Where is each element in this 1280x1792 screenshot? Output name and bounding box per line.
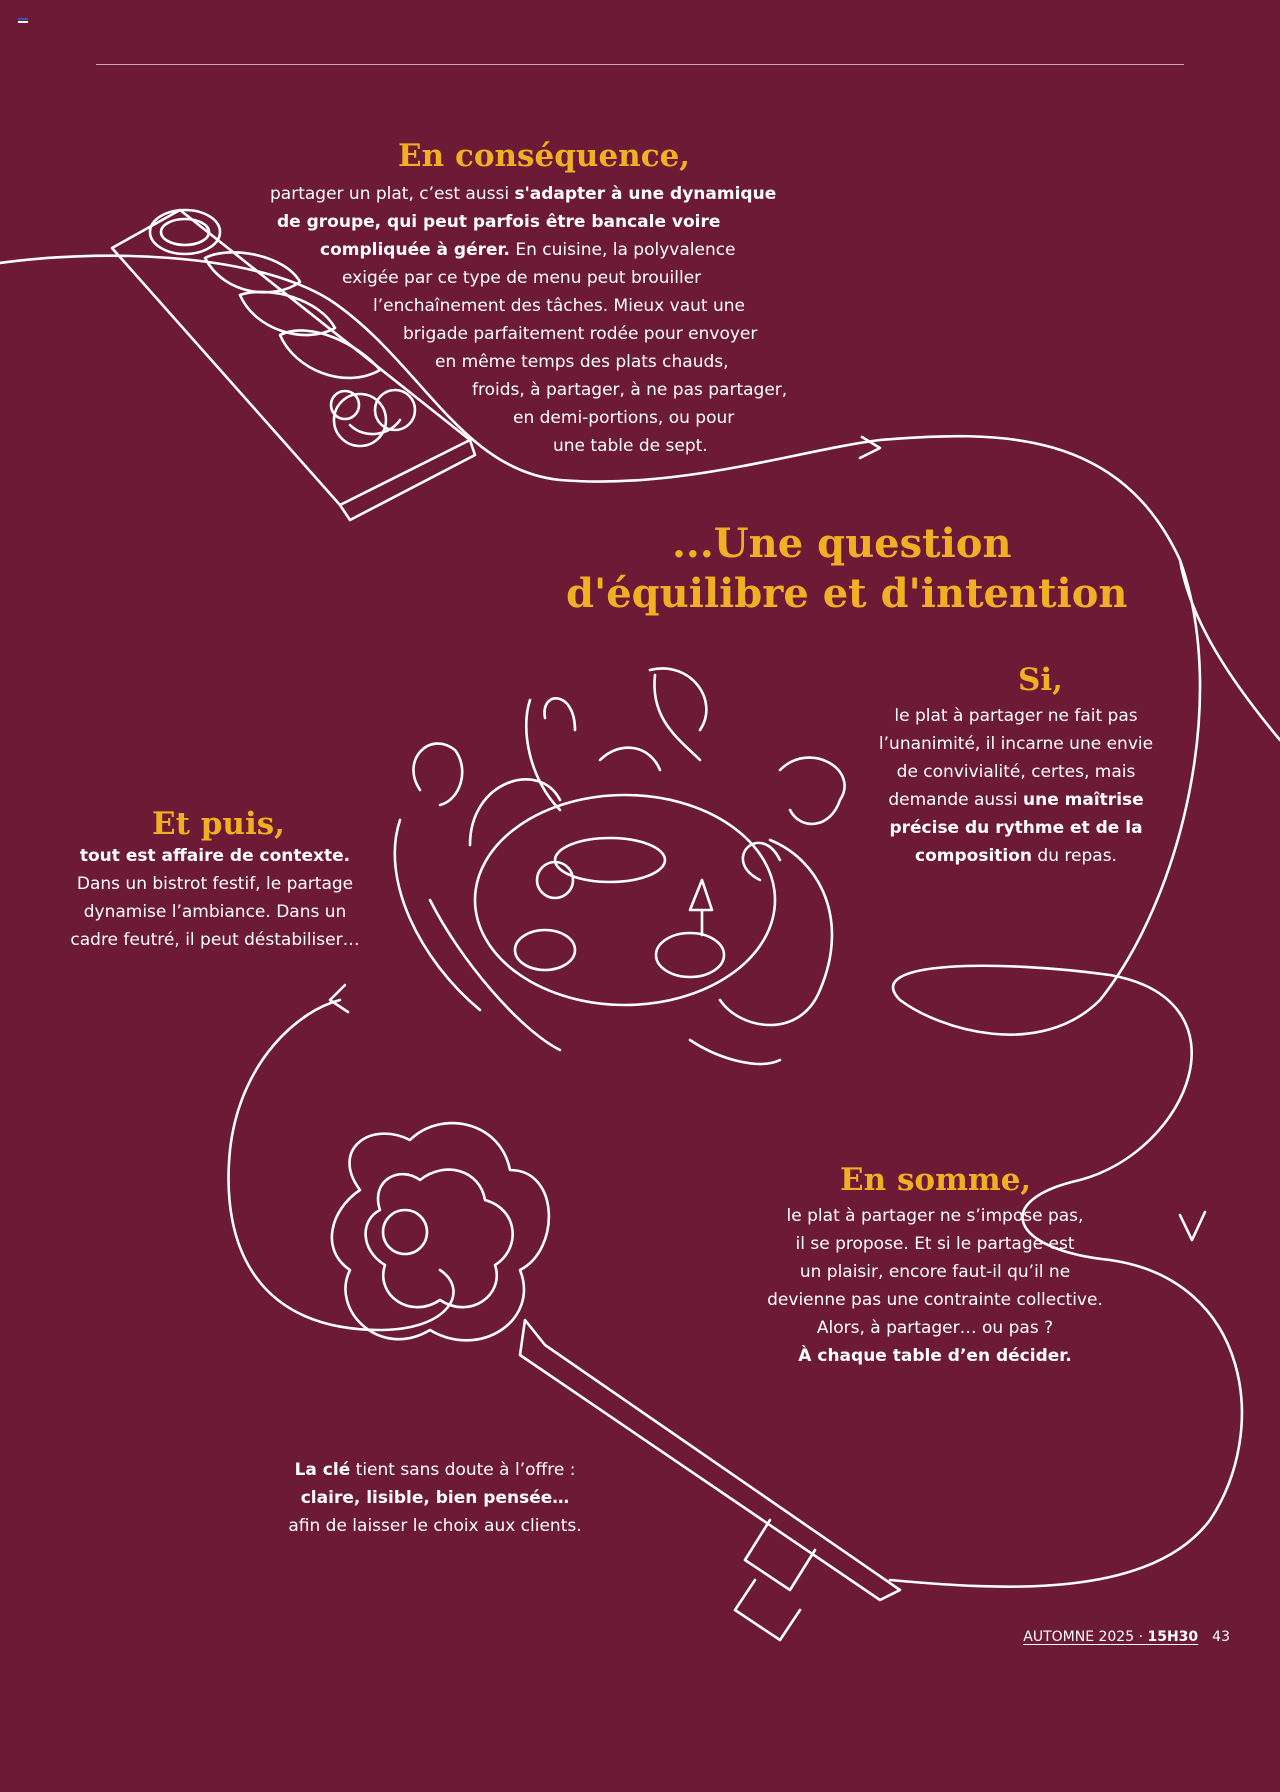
- text-line: demande aussi une maîtrise: [888, 790, 1144, 810]
- text-line: cadre feutré, il peut déstabiliser…: [70, 930, 360, 950]
- text-line: dynamise l’ambiance. Dans un: [83, 902, 347, 922]
- arrow-head-3: [1178, 1210, 1207, 1242]
- key-illustration: [330, 1121, 902, 1642]
- text-en-consequence: partager un plat, c’est aussi s'adapter …: [270, 180, 787, 460]
- text-line: devienne pas une contrainte collective.: [767, 1290, 1103, 1310]
- text-line: exigée par ce type de menu peut brouille…: [342, 268, 702, 288]
- text-line: l’enchaînement des tâches. Mieux vaut un…: [373, 296, 745, 316]
- text-line: l’unanimité, il incarne une envie: [878, 734, 1154, 754]
- arrow-head-1: [858, 435, 882, 460]
- flowing-line-arrow: [0, 254, 1280, 1588]
- text-line: en demi-portions, ou pour: [513, 408, 735, 428]
- heading-en-somme: En somme,: [840, 1162, 1032, 1198]
- text-line: le plat à partager ne s’impose pas,: [786, 1206, 1084, 1226]
- page-number: 43: [1212, 1629, 1230, 1645]
- text-si: le plat à partager ne fait pas l’unanimi…: [866, 702, 1166, 870]
- sharing-board-illustration: [110, 208, 477, 522]
- title-line-2: d'équilibre et d'intention: [566, 570, 1128, 617]
- text-line: un plaisir, encore faut-il qu’il ne: [799, 1262, 1071, 1282]
- curve-left: [227, 998, 455, 1332]
- footer-issue: AUTOMNE 2025 · 15H30: [1023, 1629, 1199, 1645]
- text-line: compliquée à gérer. En cuisine, la polyv…: [320, 240, 736, 260]
- text-line: composition du repas.: [915, 846, 1117, 866]
- text-line: La clé tient sans doute à l’offre :: [294, 1460, 576, 1480]
- footer-brand: 15H30: [1147, 1629, 1199, 1645]
- text-line: de convivialité, certes, mais: [896, 762, 1136, 782]
- text-line: afin de laisser le choix aux clients.: [288, 1516, 582, 1536]
- text-line: Alors, à partager… ou pas ?: [816, 1318, 1054, 1338]
- text-line: une table de sept.: [553, 436, 708, 456]
- top-divider: [96, 64, 1184, 65]
- title-line-1: ...Une question: [672, 520, 1012, 567]
- text-line: précise du rythme et de la: [889, 818, 1143, 838]
- text-line: froids, à partager, à ne pas partager,: [472, 380, 788, 400]
- text-en-somme: le plat à partager ne s’impose pas, il s…: [740, 1202, 1130, 1370]
- text-line: brigade parfaitement rodée pour envoyer: [403, 324, 758, 344]
- dinner-table-illustration: [393, 667, 846, 1066]
- text-line: tout est affaire de contexte.: [79, 846, 351, 866]
- flag-icon: [18, 18, 28, 25]
- heading-en-consequence: En conséquence,: [398, 138, 691, 174]
- text-line: il se propose. Et si le partage est: [795, 1234, 1075, 1254]
- text-line: partager un plat, c’est aussi s'adapter …: [270, 184, 777, 204]
- arrow-head-2: [328, 983, 350, 1014]
- text-line: À chaque table d’en décider.: [798, 1346, 1072, 1366]
- text-line: Dans un bistrot festif, le partage: [76, 874, 354, 894]
- heading-si: Si,: [1018, 662, 1063, 698]
- text-la-cle: La clé tient sans doute à l’offre : clai…: [260, 1456, 610, 1540]
- text-line: de groupe, qui peut parfois être bancale…: [277, 212, 721, 232]
- heading-et-puis: Et puis,: [152, 806, 285, 842]
- text-line: en même temps des plats chauds,: [435, 352, 729, 372]
- text-et-puis: tout est affaire de contexte. Dans un bi…: [50, 842, 380, 954]
- text-line: claire, lisible, bien pensée…: [300, 1488, 570, 1508]
- page-footer: AUTOMNE 2025 · 15H30 43: [1023, 1629, 1230, 1645]
- text-line: le plat à partager ne fait pas: [894, 706, 1138, 726]
